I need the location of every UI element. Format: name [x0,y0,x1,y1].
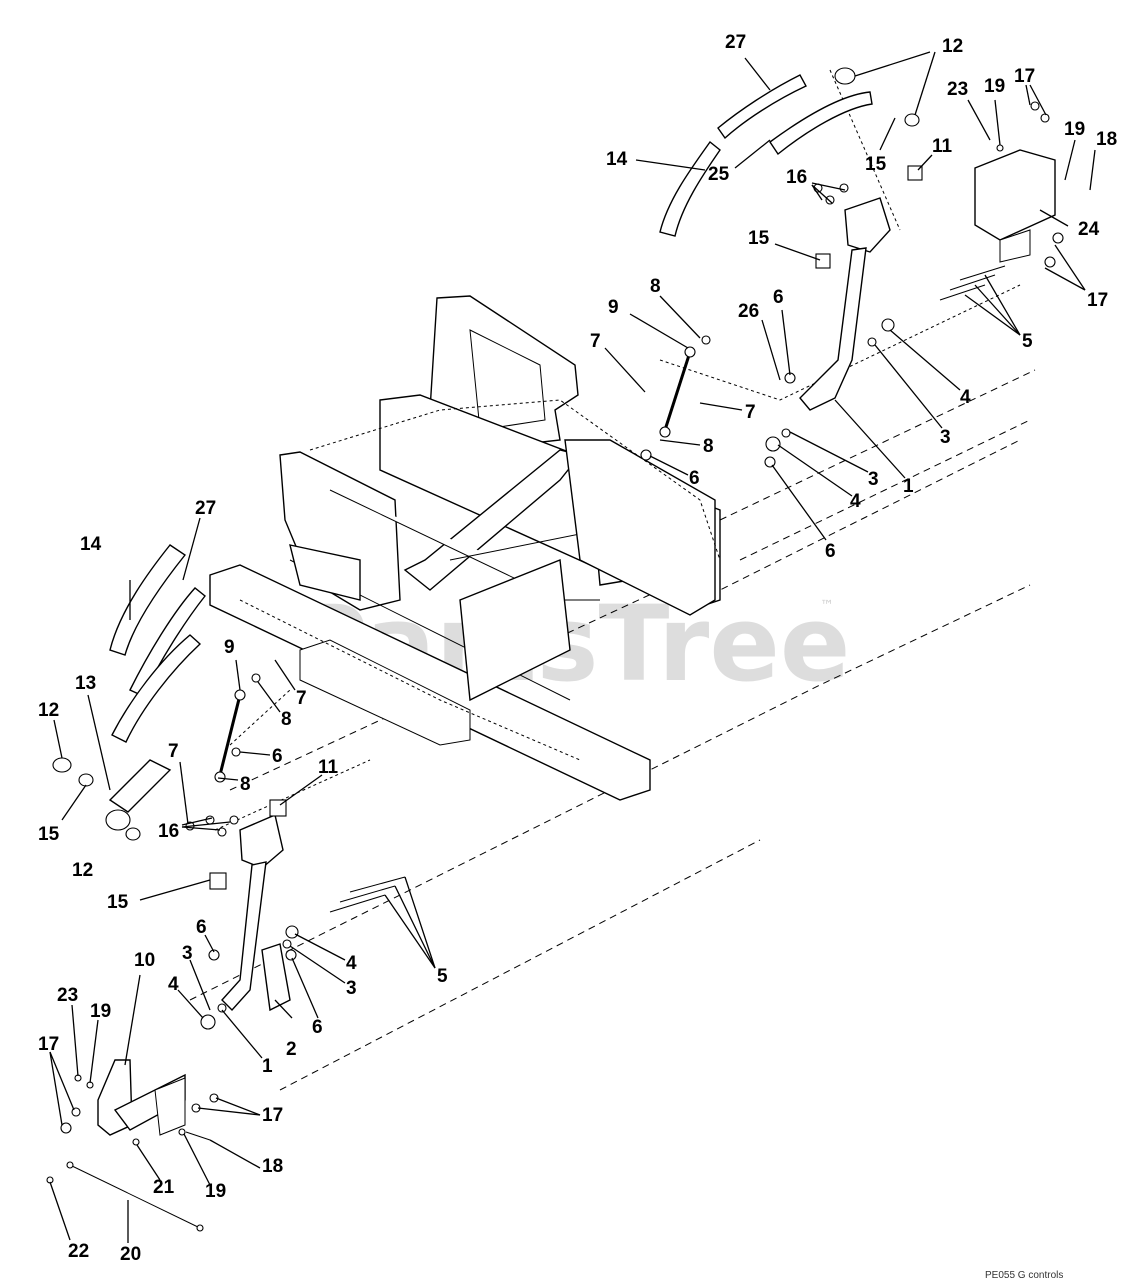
lower-left-assembly [46,544,406,1232]
callout-6: 6 [773,287,784,308]
callout-12-lower: 12 [72,860,93,881]
callout-25: 25 [708,164,730,185]
callout-17: 17 [1014,66,1035,87]
callout-8: 8 [281,709,292,730]
callout-20: 20 [120,1244,141,1265]
callout-3: 3 [940,427,951,448]
callout-22: 22 [68,1241,89,1262]
callout-14: 14 [606,149,628,170]
callout-15-lower: 15 [107,892,129,913]
diagram-reference: PE055 G controls [985,1270,1063,1280]
callouts-top: 27 12 23 19 17 18 19 14 25 15 11 16 24 1… [590,32,1117,562]
leader-lines [49,51,1096,1243]
callout-5: 5 [437,966,448,987]
callout-3-right: 3 [346,978,357,999]
callout-16: 16 [786,167,807,188]
callout-1: 1 [262,1056,273,1077]
callout-7: 7 [296,688,307,709]
callout-24: 24 [1078,219,1100,240]
callout-4: 4 [960,387,971,408]
callout-12: 12 [942,36,963,57]
callout-11: 11 [932,136,953,157]
callouts-bottom: 14 27 9 7 8 13 12 6 7 8 11 15 12 16 15 6… [38,498,448,1265]
callout-17: 17 [38,1034,59,1055]
callout-27: 27 [195,498,216,519]
callout-7: 7 [590,331,601,352]
callout-8: 8 [650,276,661,297]
callout-5: 5 [1022,331,1033,352]
callout-16: 16 [158,821,179,842]
callout-9: 9 [608,297,619,318]
callout-21: 21 [153,1177,175,1198]
callout-3-lower: 3 [868,469,879,490]
callout-27: 27 [725,32,746,53]
callout-14: 14 [80,534,102,555]
callout-7-lower: 7 [745,402,756,423]
callout-8-lower: 8 [703,436,714,457]
callout-17-right: 17 [262,1105,283,1126]
watermark-trademark: ™ [820,598,834,614]
callout-12: 12 [38,700,59,721]
chassis-frame [209,295,721,801]
callout-2: 2 [286,1039,297,1060]
callout-18: 18 [262,1156,283,1177]
callout-23: 23 [57,985,78,1006]
callout-6-lower: 6 [312,1017,323,1038]
callout-9: 9 [224,637,235,658]
callout-15-lower: 15 [748,228,770,249]
callout-15: 15 [865,154,887,175]
callout-15: 15 [38,824,60,845]
callout-13: 13 [75,673,96,694]
upper-right-assembly [640,67,1064,468]
callout-7-lower: 7 [168,741,179,762]
callout-17-right: 17 [1087,290,1108,311]
callout-4-right: 4 [346,953,357,974]
callout-6-lower: 6 [689,468,700,489]
callout-19-right: 19 [1064,119,1085,140]
callout-6-upper: 6 [196,917,207,938]
callout-4-lower: 4 [850,491,861,512]
callout-19: 19 [90,1001,111,1022]
callout-26: 26 [738,301,759,322]
callout-19-lower: 19 [205,1181,226,1202]
callout-10: 10 [134,950,155,971]
callout-4: 4 [168,974,179,995]
callout-1: 1 [903,476,914,497]
callout-3: 3 [182,943,193,964]
callout-11: 11 [318,757,339,778]
callout-23: 23 [947,79,968,100]
callout-8-lower: 8 [240,774,251,795]
callout-18: 18 [1096,129,1117,150]
callout-6: 6 [272,746,283,767]
callout-6-bottom: 6 [825,541,836,562]
callout-19: 19 [984,76,1005,97]
